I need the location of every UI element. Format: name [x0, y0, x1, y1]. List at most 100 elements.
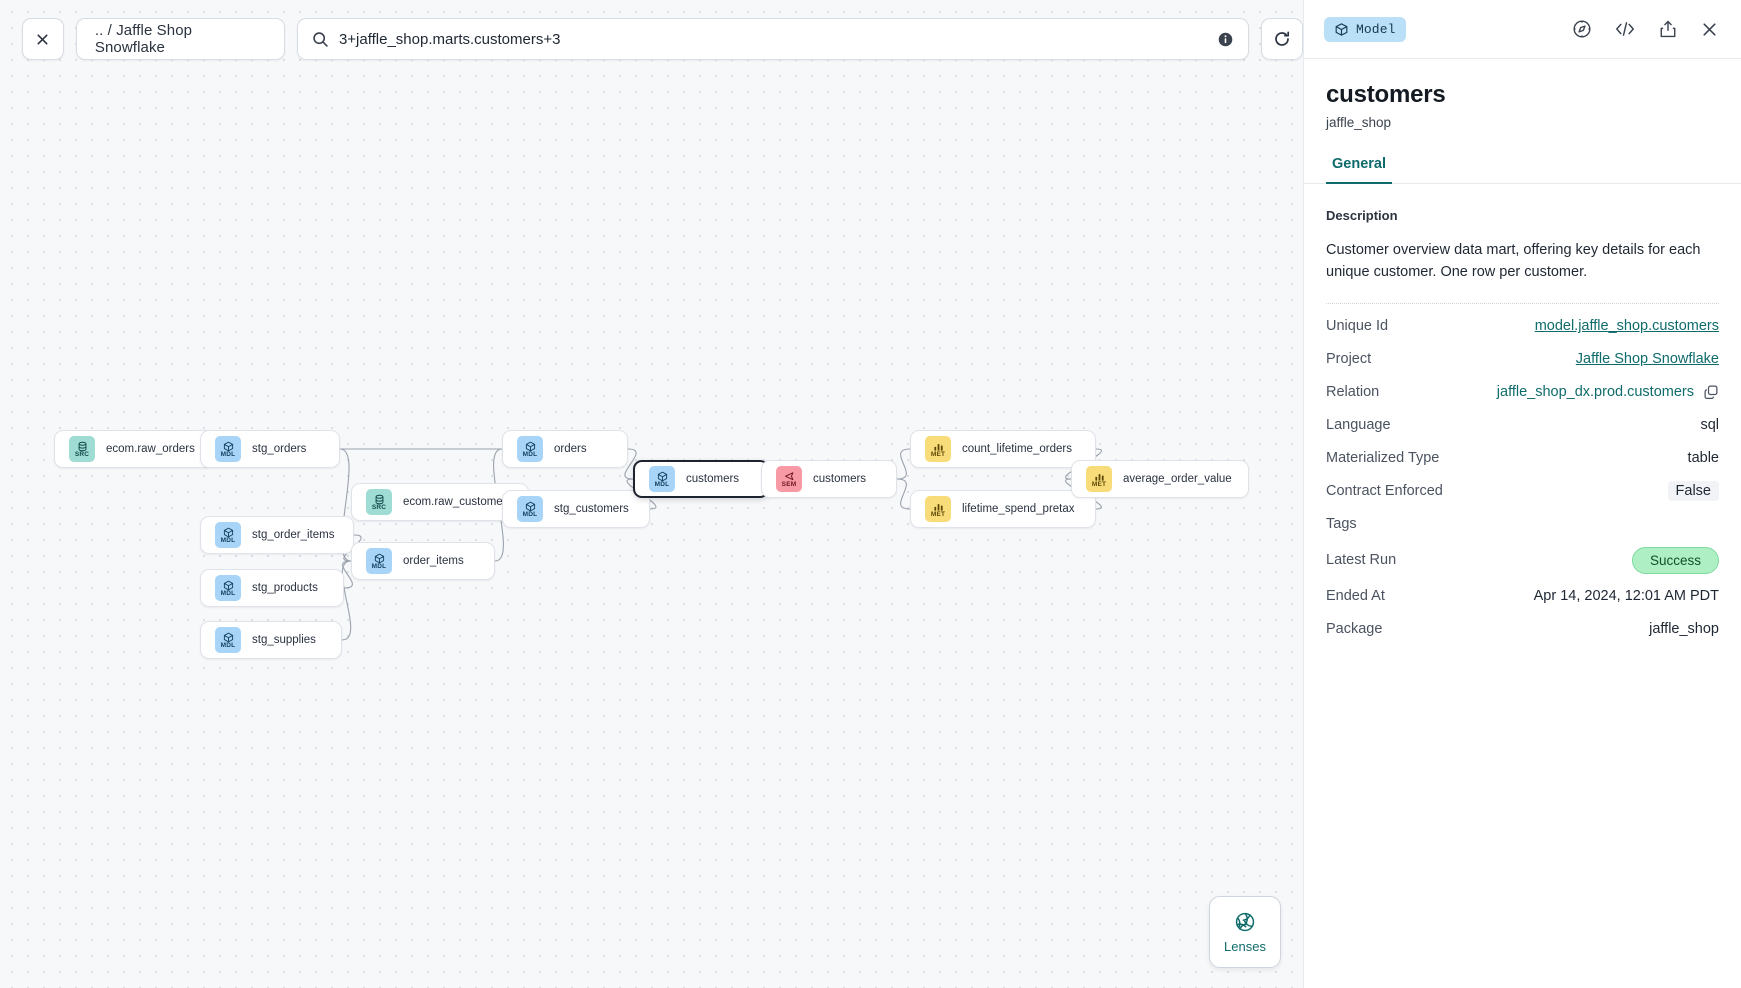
divider — [1326, 302, 1719, 304]
graph-node-label: stg_products — [252, 582, 318, 594]
lenses-label: Lenses — [1224, 938, 1266, 954]
src-icon — [77, 440, 88, 451]
property-text: table — [1687, 450, 1719, 467]
property-link[interactable]: Jaffle Shop Snowflake — [1575, 351, 1719, 368]
mdl-icon — [657, 470, 668, 482]
breadcrumb[interactable]: .. / Jaffle Shop Snowflake — [75, 18, 285, 60]
node-kind-badge-met: MET — [1086, 466, 1112, 492]
property-key: Relation — [1326, 384, 1380, 401]
property-value: Success — [1631, 546, 1719, 574]
property-value: Apr 14, 2024, 12:01 AM PDT — [1534, 588, 1719, 604]
node-kind-badge-sem: SEM — [776, 466, 802, 492]
property-value[interactable]: Jaffle Shop Snowflake — [1576, 351, 1719, 367]
graph-node-label: ecom.raw_customers — [403, 496, 513, 508]
property-value[interactable]: model.jaffle_shop.customers — [1535, 318, 1719, 334]
search-input[interactable] — [338, 30, 1208, 48]
graph-node-label: stg_order_items — [252, 529, 335, 541]
close-lineage-button[interactable] — [22, 18, 64, 60]
node-kind-badge-src: SRC — [366, 489, 392, 515]
status-badge: Success — [1631, 546, 1719, 574]
tab-general[interactable]: General — [1326, 156, 1392, 184]
property-value: sql — [1700, 417, 1719, 433]
mdl-icon — [525, 440, 536, 452]
property-key: Unique Id — [1326, 318, 1389, 335]
graph-node-label: count_lifetime_orders — [962, 443, 1072, 455]
search-icon — [312, 31, 329, 48]
graph-node-stg_customers[interactable]: MDL stg_customers — [502, 490, 650, 528]
page-subtitle: jaffle_shop — [1326, 115, 1392, 130]
property-text: sql — [1700, 417, 1719, 434]
lenses-button[interactable]: Lenses — [1209, 896, 1281, 968]
details-panel: Model — [1303, 0, 1741, 988]
refresh-button[interactable] — [1261, 18, 1303, 60]
close-icon — [35, 32, 50, 47]
graph-node-label: ecom.raw_orders — [106, 443, 195, 455]
close-panel-icon[interactable] — [1700, 20, 1719, 39]
page-title: customers — [1326, 81, 1446, 108]
property-row: Tags — [1326, 508, 1719, 541]
node-kind-badge-mdl: MDL — [215, 436, 241, 462]
property-link[interactable]: model.jaffle_shop.customers — [1534, 318, 1719, 335]
graph-node-label: lifetime_spend_pretax — [962, 503, 1075, 515]
graph-node-label: stg_customers — [554, 503, 629, 515]
panel-body: Description Customer overview data mart,… — [1304, 184, 1741, 646]
mdl-icon — [525, 500, 536, 512]
property-value: jaffle_shop — [1649, 621, 1719, 637]
graph-node-stg_order_items[interactable]: MDL stg_order_items — [200, 516, 354, 554]
panel-tabs: General — [1304, 156, 1741, 184]
property-key: Latest Run — [1326, 552, 1397, 569]
mdl-icon — [223, 631, 234, 643]
mdl-icon — [223, 526, 234, 538]
property-row: Language sql — [1326, 409, 1719, 442]
property-value[interactable]: jaffle_shop_dx.prod.customers — [1497, 384, 1719, 400]
edge-customers_semantic-to-count_lifetime_orders — [896, 448, 911, 480]
node-kind-badge-mdl: MDL — [517, 496, 543, 522]
property-key: Contract Enforced — [1326, 483, 1443, 500]
node-kind-badge-mdl: MDL — [517, 436, 543, 462]
node-type-badge: Model — [1324, 16, 1406, 42]
description-text: Customer overview data mart, offering ke… — [1326, 242, 1701, 281]
met-icon — [933, 500, 944, 511]
property-row: Latest Run Success — [1326, 541, 1719, 580]
property-key: Tags — [1326, 516, 1357, 533]
share-icon[interactable] — [1658, 19, 1678, 39]
property-row: Package jaffle_shop — [1326, 613, 1719, 646]
property-key: Language — [1326, 417, 1391, 434]
mdl-icon — [374, 552, 385, 564]
property-row: Unique Id model.jaffle_shop.customers — [1326, 310, 1719, 343]
node-kind-badge-mdl: MDL — [649, 466, 675, 492]
node-kind-badge-mdl: MDL — [366, 548, 392, 574]
graph-node-label: stg_supplies — [252, 634, 316, 646]
search-bar[interactable] — [296, 18, 1250, 60]
code-icon[interactable] — [1614, 19, 1636, 39]
property-link[interactable]: jaffle_shop_dx.prod.customers — [1496, 384, 1694, 401]
copy-icon[interactable] — [1703, 384, 1719, 400]
info-icon[interactable] — [1217, 31, 1234, 48]
compass-icon[interactable] — [1572, 19, 1592, 39]
node-kind-badge-mdl: MDL — [215, 522, 241, 548]
lineage-canvas[interactable]: .. / Jaffle Shop Snowflake — [0, 0, 1303, 988]
property-row: Relation jaffle_shop_dx.prod.customers — [1326, 376, 1719, 409]
sem-icon — [784, 470, 795, 481]
property-key: Package — [1326, 621, 1383, 638]
breadcrumb-label: .. / Jaffle Shop Snowflake — [94, 22, 193, 56]
property-text: Apr 14, 2024, 12:01 AM PDT — [1533, 588, 1719, 605]
graph-node-count_lifetime_orders[interactable]: MET count_lifetime_orders — [910, 430, 1096, 468]
canvas-toolbar: .. / Jaffle Shop Snowflake — [22, 18, 1303, 60]
src-icon — [374, 493, 385, 504]
node-kind-badge-mdl: MDL — [215, 627, 241, 653]
graph-node-stg_supplies[interactable]: MDL stg_supplies — [200, 621, 342, 659]
node-kind-badge-met: MET — [925, 436, 951, 462]
